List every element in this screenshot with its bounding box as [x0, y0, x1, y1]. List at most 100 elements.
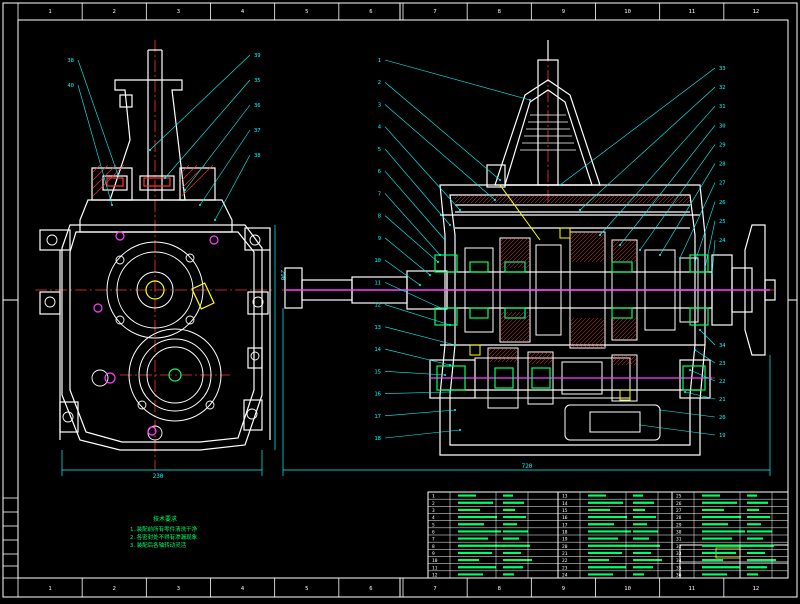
- hatch-line: [599, 342, 606, 349]
- hatch-line: [499, 237, 517, 255]
- section-view-accent-parts: [469, 184, 631, 401]
- part-leader-dot: [619, 244, 621, 246]
- hatch-line: [513, 251, 531, 269]
- part-leader-dot: [449, 224, 451, 226]
- hatch-line: [546, 194, 556, 204]
- part-leader-line: [694, 201, 716, 263]
- part-leader-line: [214, 154, 251, 221]
- part-number-label: 34: [719, 343, 726, 349]
- part-number-label: 39: [254, 53, 261, 59]
- parts-list-item-number: 1: [432, 494, 435, 500]
- part-leader-line: [599, 106, 716, 236]
- part-number-label: 5: [378, 147, 381, 153]
- part-leader-dot: [499, 179, 501, 181]
- hatch-line: [611, 354, 621, 364]
- section-view-dimension-lines: [282, 308, 771, 476]
- hatch-line: [494, 194, 504, 204]
- zone-number: 5: [305, 9, 308, 15]
- hatch-line: [678, 194, 688, 204]
- part-leader-dot: [149, 149, 151, 151]
- hatch-line: [575, 318, 606, 349]
- hatch-line: [499, 311, 513, 325]
- hatch-line: [574, 194, 584, 204]
- hatch-line: [610, 194, 620, 204]
- hatch-line: [569, 317, 587, 335]
- hatch-line: [666, 194, 676, 204]
- hatch-line: [594, 194, 604, 204]
- part-leader-dot: [659, 254, 661, 256]
- hatch-line: [614, 194, 624, 204]
- part-leader-dot: [111, 204, 113, 206]
- part-leader-line: [384, 126, 461, 211]
- hatch-line: [501, 313, 531, 343]
- hatch-line: [513, 357, 519, 363]
- hatch-line: [458, 194, 468, 204]
- part-leader-line: [689, 369, 716, 382]
- hatch-line: [603, 346, 606, 349]
- side-view-housing: [39, 49, 271, 451]
- part-leader-line: [639, 144, 716, 251]
- part-leader-dot: [444, 374, 446, 376]
- zone-number: 6: [369, 9, 372, 15]
- hatch-line: [583, 326, 606, 349]
- part-leader-line: [659, 163, 716, 256]
- parts-list-item-number: 28: [676, 515, 682, 521]
- hatch-line: [454, 194, 460, 200]
- part-number-label: 38: [67, 58, 74, 64]
- part-leader-dot: [184, 189, 186, 191]
- section-view: 720 123456789101112131415161718333231302…: [282, 40, 776, 476]
- hatch-line: [674, 194, 684, 204]
- part-number-label: 13: [374, 325, 381, 331]
- part-number-label: 33: [719, 66, 726, 72]
- hatch-line: [634, 194, 644, 204]
- part-number-label: 11: [374, 280, 381, 286]
- hatch-line: [570, 194, 580, 204]
- part-leader-dot: [439, 254, 441, 256]
- hatch-line: [569, 317, 599, 347]
- tech-notes-line-3: 3.装配后各轴转动灵活: [130, 541, 187, 549]
- part-leader-dot: [684, 391, 686, 393]
- tech-notes: 技术要求 1.装配前所有零件清洗干净 2.各密封处不得有渗漏现象 3.装配后各轴…: [130, 515, 198, 549]
- hatch-line: [499, 311, 525, 337]
- parts-list-item-number: 11: [432, 565, 438, 571]
- parts-list-item-number: 36: [676, 573, 682, 579]
- section-view-shaft-axis: [285, 289, 770, 379]
- hatch-line: [517, 329, 531, 343]
- part-number-label: 16: [374, 392, 381, 398]
- hatch-line: [499, 237, 529, 267]
- hatch-line: [562, 194, 572, 204]
- hatch-line: [527, 351, 541, 365]
- part-leader-line: [639, 424, 716, 436]
- hatch-line: [517, 255, 531, 269]
- hatch-line: [617, 320, 638, 341]
- part-leader-line: [711, 239, 716, 276]
- part-number-label: 19: [719, 433, 726, 439]
- parts-list-item-number: 29: [676, 522, 682, 528]
- hatch-line: [595, 252, 606, 263]
- hatch-line: [551, 362, 554, 365]
- hatch-line: [509, 321, 531, 343]
- part-leader-dot: [419, 284, 421, 286]
- parts-list-item-number: 27: [676, 508, 682, 514]
- part-leader-dot: [449, 391, 451, 393]
- hatch-line: [543, 354, 554, 365]
- part-leader-dot: [454, 409, 456, 411]
- part-leader-dot: [689, 369, 691, 371]
- part-leader-line: [149, 54, 251, 151]
- hatch-line: [630, 194, 640, 204]
- hatch-line: [598, 194, 608, 204]
- zone-number: 2: [113, 586, 116, 592]
- parts-list-item-number: 7: [432, 537, 435, 543]
- hatch-line: [611, 317, 633, 339]
- hatch-line: [518, 194, 528, 204]
- parts-list-item-number: 12: [432, 573, 438, 579]
- hatch-line: [499, 311, 517, 329]
- hatch-line: [521, 259, 531, 269]
- hatch-line: [642, 194, 652, 204]
- zone-number: 9: [562, 586, 565, 592]
- part-number-label: 17: [374, 414, 381, 420]
- parts-list-item-number: 30: [676, 530, 682, 536]
- part-leader-dot: [449, 364, 451, 366]
